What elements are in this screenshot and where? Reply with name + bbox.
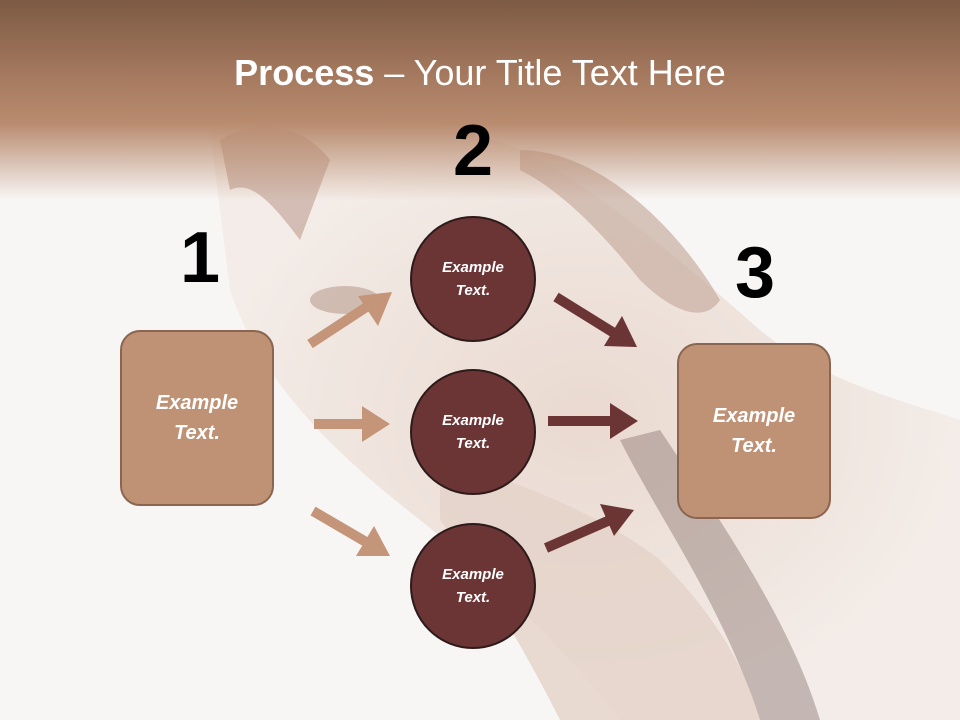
arrow-circle-2-to-right bbox=[548, 403, 638, 439]
process-box-end: Example Text. bbox=[677, 343, 831, 519]
circle-label: Example Text. bbox=[442, 566, 504, 606]
process-box-start: Example Text. bbox=[120, 330, 274, 506]
circle-label: Example Text. bbox=[442, 259, 504, 299]
arrow-left-to-circle-2 bbox=[314, 406, 390, 442]
arrow-left-to-circle-1 bbox=[307, 292, 392, 349]
title-strong: Process bbox=[234, 52, 375, 93]
slide-title: Process – Your Title Text Here bbox=[0, 52, 960, 94]
title-rest: – Your Title Text Here bbox=[374, 52, 726, 93]
arrow-left-to-circle-3 bbox=[310, 506, 390, 556]
process-circle-1: Example Text. bbox=[410, 216, 536, 342]
arrow-circle-1-to-right bbox=[553, 292, 637, 347]
arrow-circle-3-to-right bbox=[543, 504, 634, 553]
process-circle-2: Example Text. bbox=[410, 369, 536, 495]
box-label: Example Text. bbox=[712, 405, 796, 457]
box-label: Example Text. bbox=[155, 392, 239, 444]
step-number-2: 2 bbox=[452, 111, 494, 191]
header-band bbox=[0, 0, 960, 200]
process-circle-3: Example Text. bbox=[410, 523, 536, 649]
circle-label: Example Text. bbox=[442, 412, 504, 452]
step-number-3: 3 bbox=[734, 233, 776, 313]
step-number-1: 1 bbox=[179, 218, 221, 298]
